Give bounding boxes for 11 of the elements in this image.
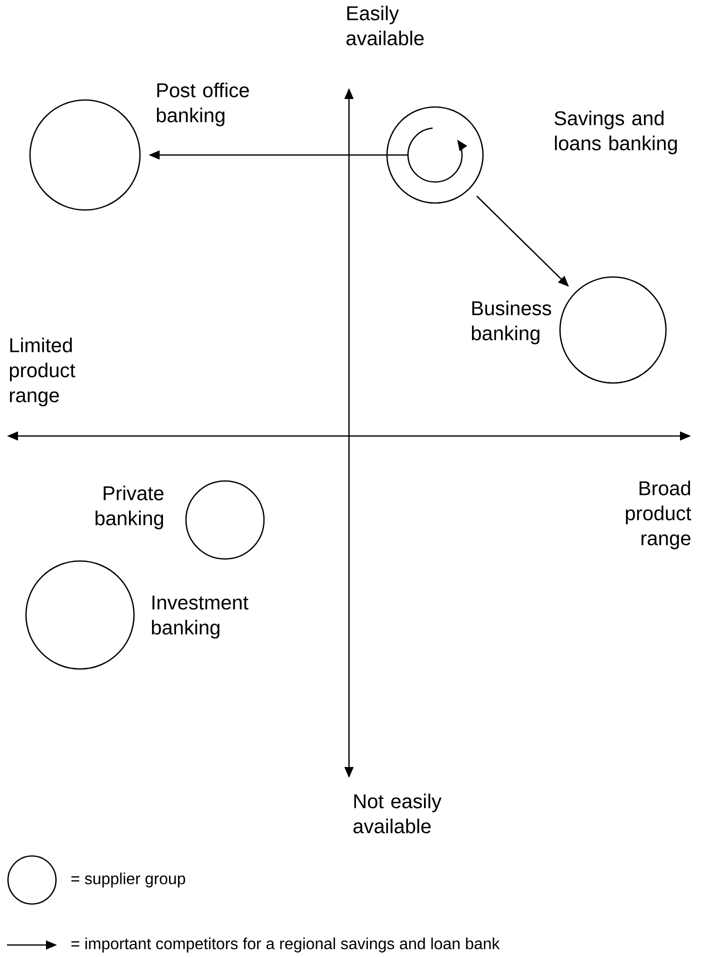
axis-label: Not easily available xyxy=(354,794,442,834)
circle-label: Investment banking xyxy=(152,596,248,639)
legend-text: = supplier group xyxy=(71,872,186,888)
circle-label: Post office banking xyxy=(156,82,249,126)
axis-label: Broad product range xyxy=(626,480,692,550)
circle-label: Business banking xyxy=(472,300,552,344)
legend-text: = important competitors for a regional savings and loan bank xyxy=(71,938,500,952)
axis-label: Easily available xyxy=(346,6,424,46)
circle-label: Private banking xyxy=(96,486,164,530)
circle-label: Savings and loans banking xyxy=(554,110,677,154)
axis-label: Limited product range xyxy=(10,338,76,406)
